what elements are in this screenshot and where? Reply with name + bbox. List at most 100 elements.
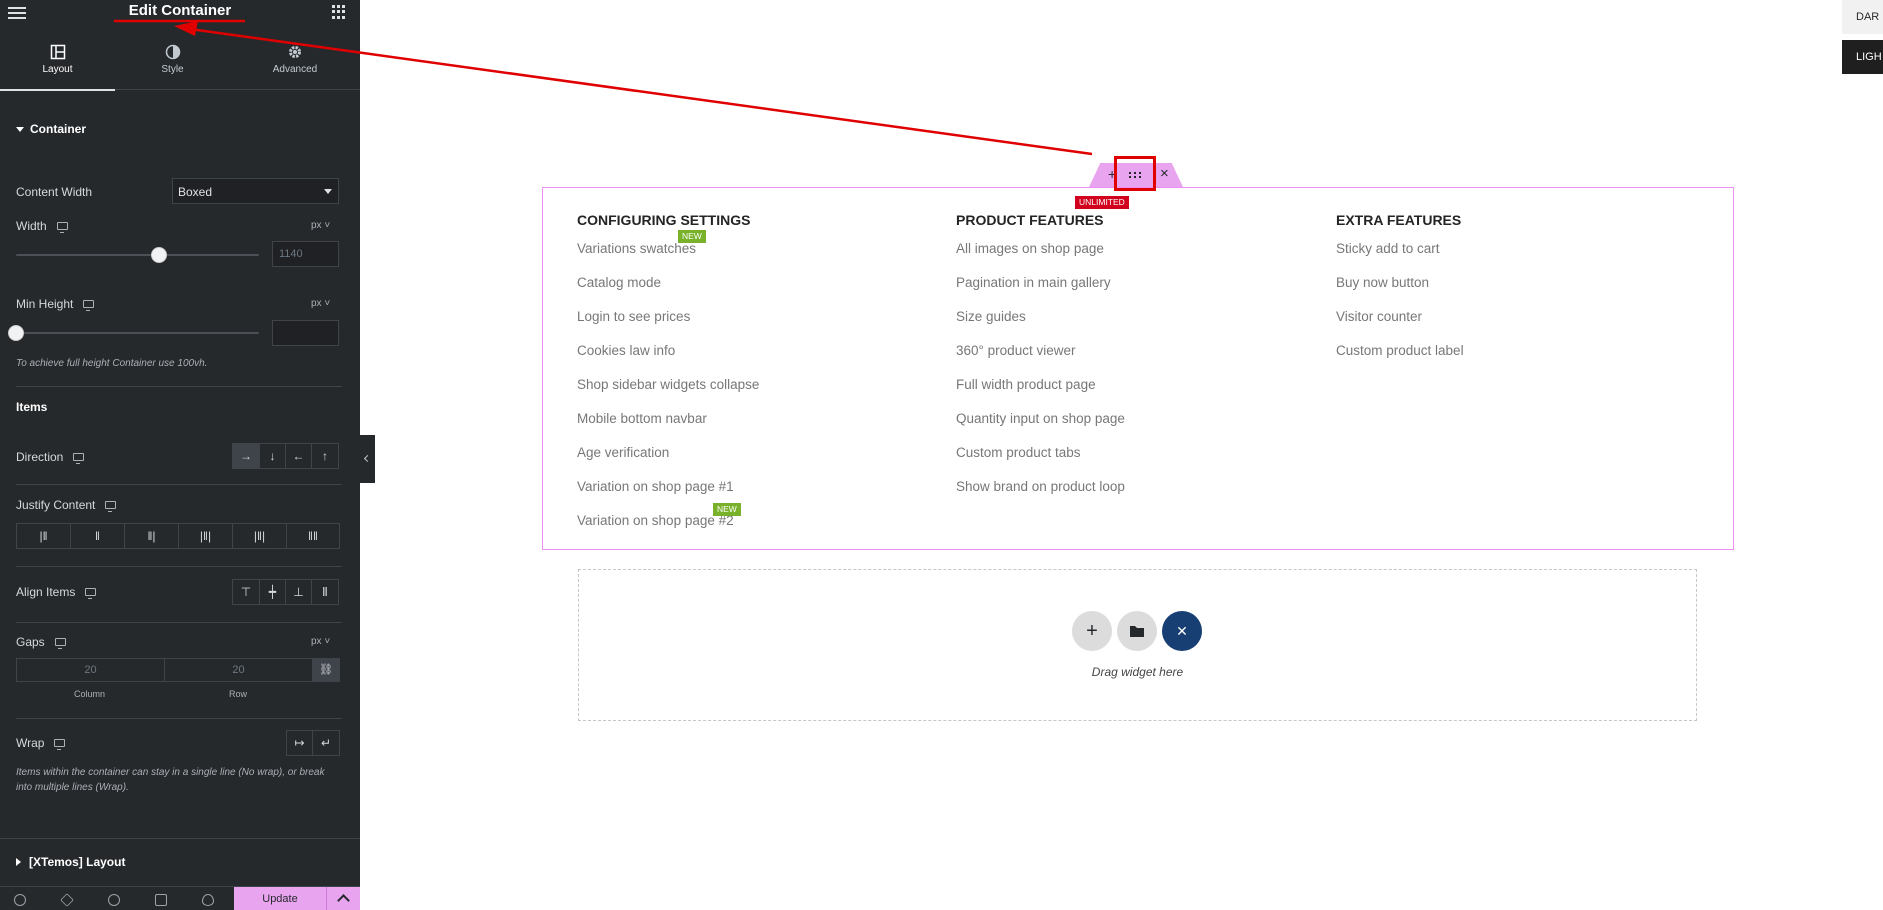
add-element-icon[interactable]: + bbox=[1108, 166, 1117, 182]
widgets-grid-icon[interactable] bbox=[332, 5, 346, 19]
layers-icon[interactable] bbox=[60, 893, 74, 907]
list-item[interactable]: 360° product viewer bbox=[956, 343, 1076, 358]
gaps-unit: px bbox=[311, 636, 322, 647]
width-label: Width bbox=[16, 219, 68, 233]
history-icon[interactable] bbox=[108, 894, 120, 906]
desktop-icon[interactable] bbox=[85, 588, 97, 599]
link-icon[interactable]: ⛓ bbox=[313, 659, 339, 681]
tab-layout-label: Layout bbox=[42, 64, 73, 75]
width-unit-select[interactable]: px ˅ bbox=[311, 220, 331, 231]
drag-handle-icon[interactable] bbox=[1129, 172, 1143, 178]
drop-zone-text: Drag widget here bbox=[1091, 665, 1184, 679]
add-widget-icon[interactable]: + bbox=[1072, 611, 1112, 651]
gap-column-label: Column bbox=[74, 689, 106, 699]
desktop-icon[interactable] bbox=[83, 300, 95, 311]
space-around-icon[interactable]: |‖| bbox=[233, 524, 287, 548]
gap-column-input[interactable]: 20 bbox=[17, 659, 165, 681]
list-item[interactable]: Custom product tabs bbox=[956, 445, 1081, 460]
caret-down-icon bbox=[16, 127, 24, 132]
direction-label: Direction bbox=[16, 450, 85, 464]
list-item[interactable]: Login to see prices bbox=[577, 309, 691, 324]
list-item[interactable]: Cookies law info bbox=[577, 343, 676, 358]
list-item[interactable]: Pagination in main gallery bbox=[956, 275, 1111, 290]
drop-zone[interactable]: + ✕ Drag widget here bbox=[578, 569, 1697, 721]
width-slider-track[interactable] bbox=[16, 254, 259, 256]
min-height-slider-track[interactable] bbox=[16, 332, 259, 334]
min-height-slider-thumb[interactable] bbox=[8, 325, 24, 341]
align-end-icon[interactable]: ⊥ bbox=[286, 580, 312, 604]
wrap-icon[interactable]: ↵ bbox=[320, 736, 332, 750]
list-item[interactable]: Shop sidebar widgets collapse bbox=[577, 377, 760, 392]
gap-row-label: Row bbox=[229, 689, 248, 699]
space-evenly-icon[interactable]: ‖‖ bbox=[308, 529, 318, 543]
tab-advanced-label: Advanced bbox=[272, 64, 318, 75]
list-item[interactable]: Visitor counter bbox=[1336, 309, 1423, 324]
align-stretch-icon[interactable]: Ⅱ bbox=[322, 585, 328, 599]
list-item[interactable]: Size guides bbox=[956, 309, 1026, 324]
desktop-icon[interactable] bbox=[54, 638, 66, 649]
list-item[interactable]: Age verification bbox=[577, 445, 670, 460]
width-slider-thumb[interactable] bbox=[151, 247, 168, 263]
width-input[interactable]: 1140 bbox=[272, 241, 339, 267]
list-item[interactable]: Buy now button bbox=[1336, 275, 1430, 290]
column-extra-features: EXTRA FEATURES Sticky add to cart Buy no… bbox=[1336, 212, 1464, 376]
xtemos-layout-toggle: [XTemos] Layout bbox=[16, 855, 125, 869]
desktop-icon[interactable] bbox=[105, 501, 117, 512]
list-item[interactable]: Catalog mode bbox=[577, 275, 662, 290]
settings-icon[interactable] bbox=[14, 894, 26, 906]
justify-start-icon[interactable]: |‖ bbox=[17, 524, 71, 548]
xtemos-template-icon[interactable]: ✕ bbox=[1162, 611, 1202, 651]
justify-center-icon[interactable]: ‖ bbox=[71, 524, 125, 548]
justify-end-icon[interactable]: ‖| bbox=[125, 524, 179, 548]
desktop-icon[interactable] bbox=[73, 453, 85, 464]
direction-column-reverse-button[interactable]: ↑ bbox=[322, 449, 328, 463]
section-container-toggle[interactable]: Container bbox=[16, 122, 86, 136]
direction-row-button[interactable]: → bbox=[233, 444, 260, 468]
align-center-icon[interactable]: ┿ bbox=[260, 580, 286, 604]
space-between-icon[interactable]: |‖| bbox=[179, 524, 233, 548]
direction-column-button[interactable]: ↓ bbox=[260, 444, 286, 468]
list-item[interactable]: Variation on shop page #2 bbox=[577, 513, 734, 528]
chevron-up-icon[interactable] bbox=[326, 887, 360, 910]
tab-advanced[interactable]: Advanced bbox=[230, 38, 360, 90]
xtemos-layout-section[interactable]: [XTemos] Layout bbox=[0, 838, 360, 884]
content-width-select[interactable]: Boxed bbox=[172, 178, 339, 204]
min-height-input[interactable] bbox=[272, 320, 339, 346]
desktop-icon[interactable] bbox=[54, 739, 66, 750]
selected-container[interactable] bbox=[542, 187, 1734, 550]
list-item[interactable]: Custom product label bbox=[1336, 343, 1464, 358]
responsive-icon[interactable] bbox=[155, 894, 167, 906]
hamburger-menu-icon[interactable] bbox=[8, 4, 26, 22]
list-item[interactable]: Quantity input on shop page bbox=[956, 411, 1125, 426]
list-item[interactable]: Show brand on product loop bbox=[956, 479, 1125, 494]
min-height-unit-select[interactable]: px ˅ bbox=[311, 298, 331, 309]
column-title: EXTRA FEATURES bbox=[1336, 212, 1462, 228]
min-height-label-text: Min Height bbox=[16, 297, 74, 311]
xtemos-layout-label: [XTemos] Layout bbox=[29, 855, 126, 869]
list-item[interactable]: Full width product page bbox=[956, 377, 1096, 392]
direction-row-reverse-button[interactable]: ← bbox=[286, 444, 312, 468]
list-item[interactable]: Variations swatches bbox=[577, 241, 697, 256]
eye-icon[interactable] bbox=[202, 894, 214, 906]
list-item[interactable]: Variation on shop page #1 bbox=[577, 479, 734, 494]
min-height-note: To achieve full height Container use 100… bbox=[16, 358, 208, 369]
close-icon[interactable]: × bbox=[1160, 165, 1169, 182]
collapse-panel-button[interactable] bbox=[360, 435, 375, 483]
light-mode-toggle[interactable]: LIGH bbox=[1842, 40, 1883, 74]
half-circle-icon bbox=[165, 44, 180, 60]
gap-row-input[interactable]: 20 bbox=[165, 659, 313, 681]
dark-mode-toggle[interactable]: DAR bbox=[1842, 0, 1883, 34]
layout-icon bbox=[50, 44, 65, 60]
desktop-icon[interactable] bbox=[56, 222, 68, 233]
tab-layout[interactable]: Layout bbox=[0, 38, 115, 91]
update-button[interactable]: Update bbox=[234, 887, 326, 910]
list-item[interactable]: Mobile bottom navbar bbox=[577, 411, 707, 426]
no-wrap-icon[interactable]: ↦ bbox=[287, 731, 313, 755]
tab-style[interactable]: Style bbox=[115, 38, 230, 90]
list-item[interactable]: Sticky add to cart bbox=[1336, 241, 1440, 256]
justify-content-buttons: |‖ ‖ ‖| |‖| |‖| ‖‖ bbox=[16, 523, 340, 549]
list-item[interactable]: All images on shop page bbox=[956, 241, 1104, 256]
gaps-unit-select[interactable]: px ˅ bbox=[311, 636, 331, 647]
folder-icon[interactable] bbox=[1117, 611, 1157, 651]
align-start-icon[interactable]: ⊤ bbox=[233, 580, 260, 604]
